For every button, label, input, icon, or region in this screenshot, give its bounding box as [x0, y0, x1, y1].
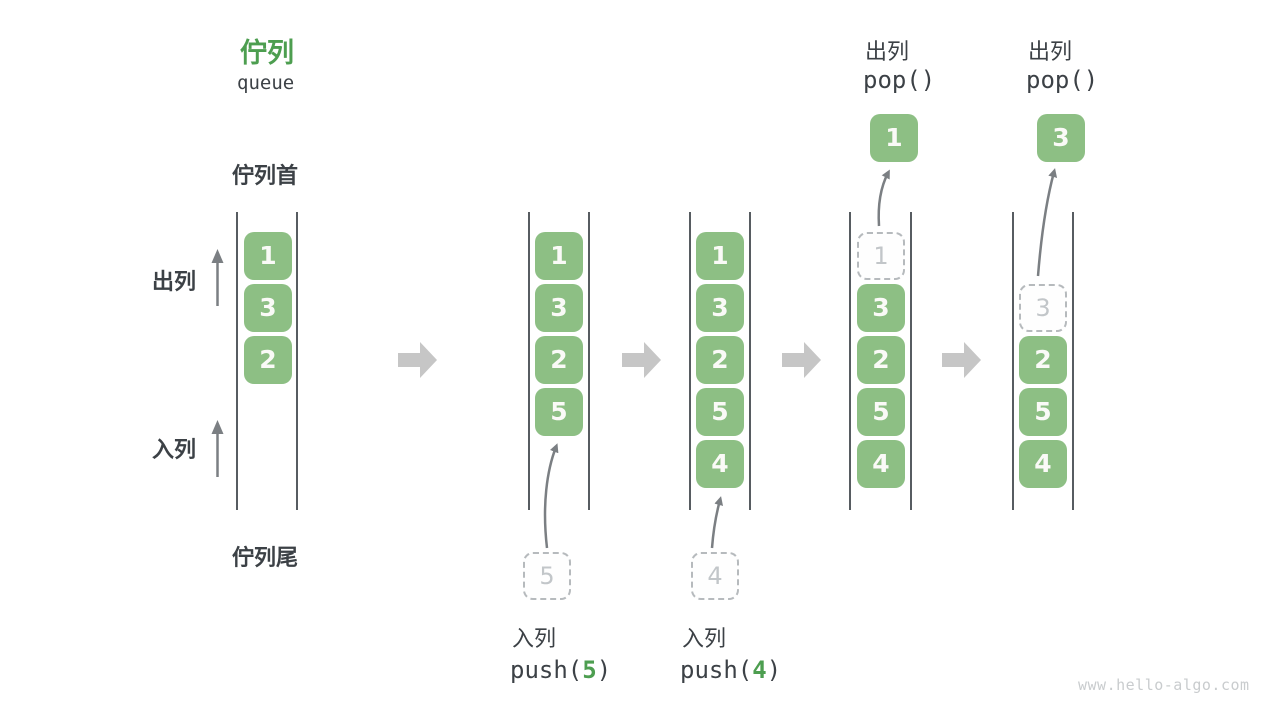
staging-ghost-cell: 4 — [691, 552, 739, 600]
rail-right — [749, 212, 751, 510]
queue-cell: 4 — [857, 440, 905, 488]
push5-arg: 5 — [582, 656, 597, 684]
rail-left — [849, 212, 851, 510]
rail-left — [528, 212, 530, 510]
rail-right — [588, 212, 590, 510]
push4-arrow-icon — [710, 496, 724, 549]
queue-cell: 5 — [857, 388, 905, 436]
state-transition-arrow-icon — [398, 342, 437, 378]
queue-cell: 2 — [535, 336, 583, 384]
popped-value-cell: 1 — [870, 114, 918, 162]
pop1-arrow-icon — [877, 169, 890, 227]
diagram-title-en: queue — [237, 72, 295, 94]
push4-fn: push( — [680, 656, 753, 684]
popped-value-cell: 3 — [1037, 114, 1085, 162]
queue-cell: 5 — [696, 388, 744, 436]
queue-cell: 3 — [696, 284, 744, 332]
queue-cell: 3 — [244, 284, 292, 332]
watermark: www.hello-algo.com — [1078, 676, 1250, 694]
rail-left — [236, 212, 238, 510]
rail-right — [910, 212, 912, 510]
state-transition-arrow-icon — [942, 342, 981, 378]
popped-ghost-cell: 1 — [857, 232, 905, 280]
enqueue-direction-label: 入列 — [152, 438, 197, 463]
push5-arrow-icon — [543, 443, 559, 549]
queue-cell: 2 — [244, 336, 292, 384]
popped-ghost-cell: 3 — [1019, 284, 1067, 332]
push4-op-label: 入列 — [682, 627, 727, 652]
push5-close: ) — [596, 656, 612, 684]
rail-right — [296, 212, 298, 510]
state-transition-arrow-icon — [782, 342, 821, 378]
pop2-op-code: pop() — [1026, 66, 1099, 94]
pop1-op-label: 出列 — [865, 40, 910, 65]
push5-op-label: 入列 — [512, 627, 557, 652]
pop2-op-label: 出列 — [1028, 40, 1073, 65]
queue-cell: 5 — [1019, 388, 1067, 436]
rail-left — [1012, 212, 1014, 510]
rail-right — [1072, 212, 1074, 510]
pop1-op-code: pop() — [863, 66, 936, 94]
staging-ghost-cell: 5 — [523, 552, 571, 600]
queue-rear-label: 佇列尾 — [232, 546, 299, 571]
queue-cell: 2 — [696, 336, 744, 384]
queue-cell: 4 — [1019, 440, 1067, 488]
state-transition-arrow-icon — [622, 342, 661, 378]
queue-cell: 5 — [535, 388, 583, 436]
push4-close: ) — [766, 656, 782, 684]
queue-cell: 3 — [535, 284, 583, 332]
queue-cell: 2 — [857, 336, 905, 384]
push5-op-code: push(5) — [510, 656, 611, 684]
queue-cell: 1 — [696, 232, 744, 280]
rail-left — [689, 212, 691, 510]
push4-arg: 4 — [752, 656, 767, 684]
push4-op-code: push(4) — [680, 656, 781, 684]
queue-cell: 1 — [244, 232, 292, 280]
queue-cell: 3 — [857, 284, 905, 332]
queue-cell: 4 — [696, 440, 744, 488]
queue-cell: 2 — [1019, 336, 1067, 384]
queue-front-label: 佇列首 — [232, 164, 299, 189]
diagram-title-zh: 佇列 — [240, 38, 294, 69]
dequeue-direction-label: 出列 — [152, 270, 197, 295]
pop2-arrow-icon — [1036, 168, 1058, 277]
queue-cell: 1 — [535, 232, 583, 280]
push5-fn: push( — [510, 656, 583, 684]
